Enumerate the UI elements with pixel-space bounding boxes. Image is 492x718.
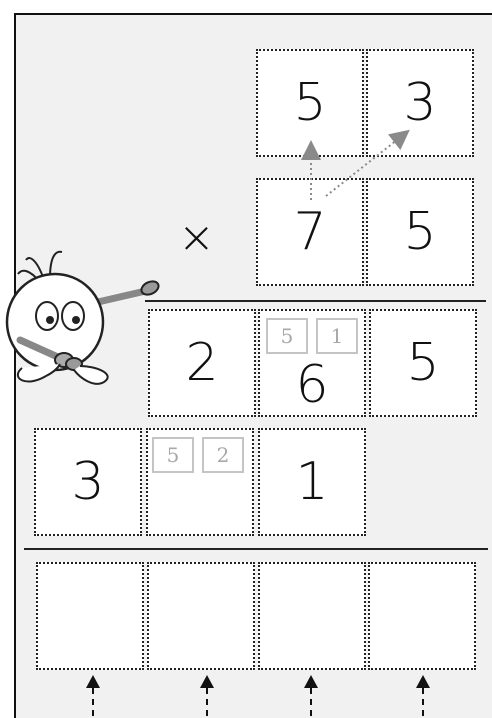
teacher-character-icon: [0, 240, 200, 390]
